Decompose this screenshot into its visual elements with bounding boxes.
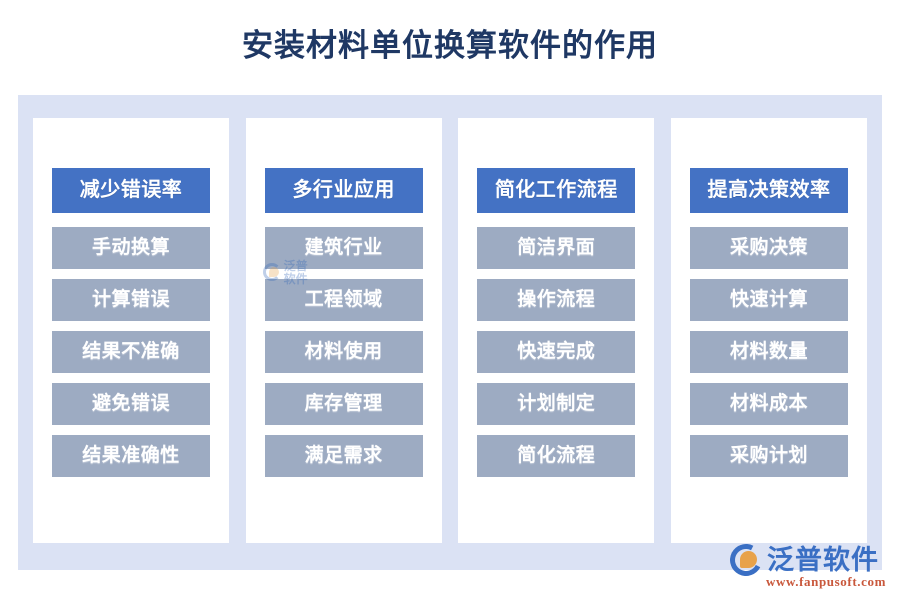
column-2-item-2[interactable]: 工程领域 — [264, 279, 423, 321]
column-3-item-4[interactable]: 计划制定 — [477, 383, 636, 425]
column-card-1: 减少错误率 手动换算 计算错误 结果不准确 避免错误 结果准确性 — [33, 118, 229, 543]
column-1-item-5[interactable]: 结果准确性 — [52, 435, 210, 477]
column-4-item-3[interactable]: 材料数量 — [689, 331, 848, 373]
column-4-item-1[interactable]: 采购决策 — [689, 227, 848, 269]
column-2-item-5[interactable]: 满足需求 — [264, 435, 423, 477]
brand-logo-row: 泛普软件 — [730, 544, 879, 576]
brand-logo[interactable]: 泛普软件 www.fanpusoft.com — [730, 544, 886, 590]
column-1-item-2[interactable]: 计算错误 — [52, 279, 210, 321]
column-3-item-5[interactable]: 简化流程 — [477, 435, 636, 477]
column-2-item-4[interactable]: 库存管理 — [264, 383, 423, 425]
column-3-item-2[interactable]: 操作流程 — [477, 279, 636, 321]
column-3-item-1[interactable]: 简洁界面 — [477, 227, 636, 269]
column-card-3: 简化工作流程 简洁界面 操作流程 快速完成 计划制定 简化流程 — [458, 118, 655, 543]
column-2-item-3[interactable]: 材料使用 — [264, 331, 423, 373]
brand-url[interactable]: www.fanpusoft.com — [766, 574, 886, 589]
page-title: 安装材料单位换算软件的作用 — [242, 28, 658, 63]
column-1-item-3[interactable]: 结果不准确 — [52, 331, 210, 373]
column-3-item-3[interactable]: 快速完成 — [477, 331, 636, 373]
column-4-item-4[interactable]: 材料成本 — [689, 383, 848, 425]
column-header-1[interactable]: 减少错误率 — [52, 168, 210, 213]
column-1-item-4[interactable]: 避免错误 — [52, 383, 210, 425]
diagram-panel: 减少错误率 手动换算 计算错误 结果不准确 避免错误 结果准确性 多行业应用 建… — [18, 95, 882, 570]
column-1-item-1[interactable]: 手动换算 — [52, 227, 210, 269]
column-header-2[interactable]: 多行业应用 — [264, 168, 423, 213]
column-2-item-1[interactable]: 建筑行业 — [264, 227, 423, 269]
column-header-3[interactable]: 简化工作流程 — [477, 168, 636, 213]
column-header-4[interactable]: 提高决策效率 — [689, 168, 848, 213]
column-4-item-2[interactable]: 快速计算 — [689, 279, 848, 321]
brand-swoosh-icon — [730, 544, 762, 576]
column-card-2: 多行业应用 建筑行业 工程领域 材料使用 库存管理 满足需求 泛普软件 — [245, 118, 442, 543]
brand-name: 泛普软件 — [767, 545, 880, 575]
column-card-4: 提高决策效率 采购决策 快速计算 材料数量 材料成本 采购计划 — [670, 118, 867, 543]
column-4-item-5[interactable]: 采购计划 — [689, 435, 848, 477]
